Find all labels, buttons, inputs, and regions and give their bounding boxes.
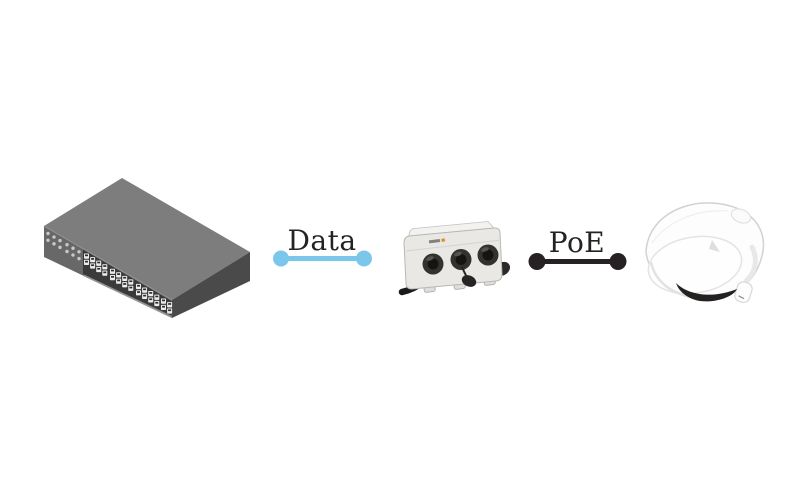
camera-seam: [651, 210, 729, 244]
switch-port-pins: [111, 276, 114, 278]
poe-link: PoE: [528, 226, 627, 270]
poe-link-endpoint-right: [609, 253, 627, 270]
switch-port-pins: [168, 309, 172, 312]
switch-top-face: [44, 178, 250, 300]
switch-port-pins: [85, 254, 88, 257]
switch-port-pins: [137, 291, 140, 293]
switch-port-pins: [129, 286, 133, 289]
switch-led: [46, 231, 50, 236]
switch-port-pins: [91, 264, 95, 267]
switch-port-pins: [123, 276, 127, 279]
camera-top-detail: [730, 208, 752, 224]
switch-port-pins: [85, 260, 88, 263]
data-link-label: Data: [287, 224, 356, 257]
switch-led: [58, 245, 62, 250]
switch-port-pins: [168, 303, 172, 305]
switch-port-pins: [143, 294, 147, 297]
network-camera-icon: [645, 202, 765, 304]
switch-port-pins: [155, 295, 159, 298]
poe-link-endpoint-left: [528, 253, 546, 270]
switch-led: [71, 253, 75, 257]
switch-port-pins: [103, 271, 107, 274]
switch-port-pins: [117, 273, 121, 275]
switch-led: [52, 235, 56, 239]
switch-port-pins: [91, 258, 95, 260]
camera-lens: [676, 283, 737, 302]
switch-port-pins: [162, 299, 165, 302]
switch-front-edge: [43, 225, 173, 301]
midspan-logo: [428, 238, 446, 244]
camera-triangle-mark: [709, 240, 720, 252]
switch-port-pins: [155, 301, 159, 304]
switch-port-pins: [137, 284, 140, 287]
switch-led: [77, 256, 81, 261]
switch-led: [58, 238, 62, 243]
switch-port-array: [84, 253, 173, 314]
switch-port-pins: [111, 269, 114, 272]
data-link-endpoint-right: [356, 250, 372, 267]
switch-led: [77, 250, 81, 254]
switch-port-pins: [162, 305, 165, 308]
switch-led: [65, 243, 69, 247]
switch-right-face: [172, 252, 250, 318]
switch-led: [52, 242, 56, 246]
switch-port-pins: [117, 279, 121, 282]
data-link-endpoint-left: [273, 250, 289, 267]
switch-led: [71, 246, 75, 250]
midspan-glands: [422, 244, 499, 275]
midspan-cap: [461, 275, 477, 287]
switch-port-pins: [103, 265, 107, 267]
switch-port-pins: [143, 288, 147, 291]
poe-link-label: PoE: [549, 226, 606, 259]
switch-led: [46, 238, 50, 242]
data-link: Data: [273, 224, 372, 267]
network-switch-icon: [43, 178, 250, 318]
switch-led-cluster: [46, 231, 81, 261]
switch-bottom-lip: [83, 274, 172, 318]
camera-side-highlight: [743, 244, 758, 284]
switch-port-pins: [123, 283, 127, 285]
midspan-seam: [405, 239, 502, 252]
switch-port-pins: [97, 267, 101, 270]
midspan-top-face: [408, 221, 495, 237]
switch-port-pins: [149, 292, 153, 294]
poe-midspan-icon: [398, 221, 510, 296]
switch-led: [65, 249, 69, 254]
switch-port-pins: [129, 280, 133, 283]
switch-port-pins: [97, 261, 101, 264]
switch-port-pins: [149, 298, 153, 301]
